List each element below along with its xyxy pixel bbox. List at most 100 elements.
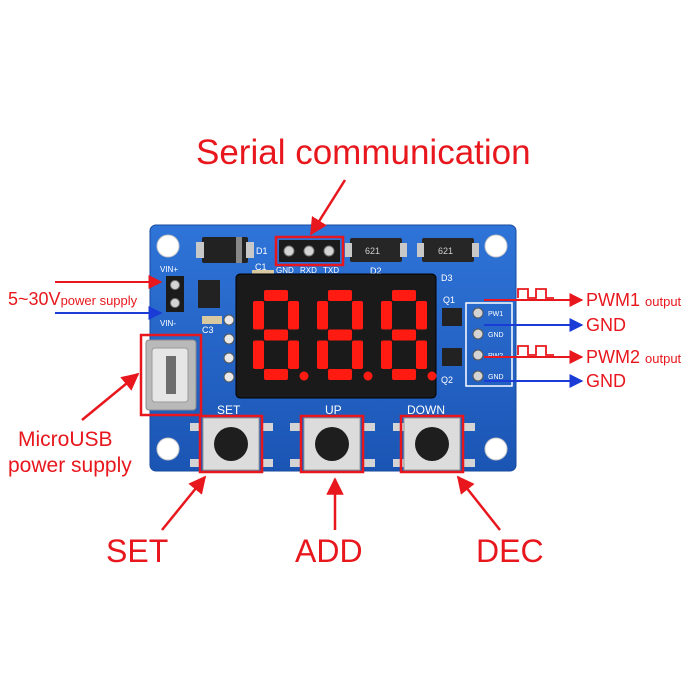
power-input-label: 5~30Vpower supply <box>8 290 137 308</box>
pwm1-label-main: PWM1 <box>586 290 640 310</box>
mount-hole-bl <box>156 437 180 461</box>
smd-part-d2-pad-l <box>345 243 352 257</box>
smd-part-d3-pad-l <box>417 243 424 257</box>
power-pin-2 <box>170 298 180 308</box>
mount-hole-br <box>484 437 508 461</box>
led-4 <box>223 371 235 383</box>
pwm2-label-main: PWM2 <box>586 347 640 367</box>
silk-d3: D3 <box>441 273 453 283</box>
led-1 <box>223 314 235 326</box>
chip-code-2: 621 <box>438 246 453 256</box>
usb-arrow <box>81 372 140 421</box>
silk-serial-txd: TXD <box>323 266 339 275</box>
diode-d1-pad-r <box>246 242 254 258</box>
silk-c3: C3 <box>202 325 214 335</box>
led-2 <box>223 333 235 345</box>
out-pin-pw2 <box>472 349 484 361</box>
transistor-q2 <box>442 348 462 366</box>
digit-3-segment-f <box>381 301 392 330</box>
set-highlight-box <box>198 414 264 474</box>
output-header <box>465 302 513 387</box>
out-pin-gnd1 <box>472 328 484 340</box>
mount-hole-tr <box>484 234 508 258</box>
digit-1-decimal-point <box>299 371 309 381</box>
dec-label: DEC <box>476 533 544 569</box>
digit-2-segment-b <box>352 301 363 330</box>
power-input-main: 5~30V <box>8 289 61 309</box>
digit-1-segment-f <box>253 301 264 330</box>
silk-c1: C1 <box>255 262 267 272</box>
gnd-a-label: GND <box>586 315 626 335</box>
digit-3-segment-e <box>381 340 392 369</box>
pwm2-label-sub: output <box>645 351 682 366</box>
microusb-label-line1: MicroUSB <box>18 428 113 451</box>
regulator <box>198 280 220 308</box>
cap-c3 <box>202 316 222 324</box>
mount-hole-tl <box>156 234 180 258</box>
digit-1-segment-c <box>288 340 299 369</box>
silk-up: UP <box>325 403 342 417</box>
serial-title: Serial communication <box>196 133 531 172</box>
silk-vin-minus: VIN- <box>160 319 176 328</box>
silk-pw1: PW1 <box>488 311 503 318</box>
seven-segment-digits <box>253 290 437 381</box>
digit-1-segment-g <box>264 329 288 341</box>
pwm2-wave-icon <box>517 345 554 356</box>
digit-2-segment-f <box>317 301 328 330</box>
smd-part-d2 <box>350 238 402 262</box>
silk-d1: D1 <box>256 246 268 256</box>
digit-3-segment-c <box>416 340 427 369</box>
pwm1-wave-icon <box>517 288 554 299</box>
down-highlight-box <box>399 414 465 474</box>
led-3 <box>223 352 235 364</box>
digit-3-segment-g <box>392 329 416 341</box>
silk-q1: Q1 <box>443 295 455 305</box>
digit-1-segment-d <box>264 369 288 380</box>
digit-1-segment-e <box>253 340 264 369</box>
up-highlight-box <box>299 414 365 474</box>
power-pin-1 <box>170 280 180 290</box>
smd-part-d3-pad-r <box>472 243 479 257</box>
set-arrow <box>161 475 207 531</box>
pwm2-label: PWM2 output <box>586 348 681 366</box>
silk-serial-gnd: GND <box>276 266 294 275</box>
silk-q2: Q2 <box>441 375 453 385</box>
pwm1-label-sub: output <box>645 294 682 309</box>
digit-3-decimal-point <box>427 371 437 381</box>
silk-serial-rxd: RXD <box>300 266 317 275</box>
digit-2-decimal-point <box>363 371 373 381</box>
gnd-b-label: GND <box>586 371 626 391</box>
diode-d1-band <box>236 237 242 263</box>
smd-part-d3 <box>422 238 474 262</box>
up-switch[interactable] <box>290 417 375 471</box>
silk-vin-plus: VIN+ <box>160 265 178 274</box>
dec-arrow <box>456 475 501 531</box>
silk-set: SET <box>217 403 241 417</box>
digit-2-segment-c <box>352 340 363 369</box>
digit-1-segment-a <box>264 290 288 301</box>
silk-down: DOWN <box>407 403 445 417</box>
usb-port-tongue <box>166 356 176 394</box>
usb-highlight-box <box>139 333 203 417</box>
digit-1-segment-b <box>288 301 299 330</box>
down-switch[interactable] <box>393 417 475 471</box>
digit-3-segment-d <box>392 369 416 380</box>
chip-code-1: 621 <box>365 246 380 256</box>
set-switch[interactable] <box>190 417 273 471</box>
digit-2-segment-g <box>328 329 352 341</box>
digit-2-segment-d <box>328 369 352 380</box>
serial-arrow <box>309 179 347 236</box>
silk-gnd-2: GND <box>488 374 504 381</box>
serial-pin-1 <box>283 245 295 257</box>
silk-gnd-1: GND <box>488 332 504 339</box>
transistor-q1 <box>442 308 462 326</box>
serial-pin-2 <box>303 245 315 257</box>
out-pin-gnd2 <box>472 370 484 382</box>
pwm1-label: PWM1 output <box>586 291 681 309</box>
set-label: SET <box>106 533 169 569</box>
add-label: ADD <box>295 533 363 569</box>
power-input-sub: power supply <box>60 293 138 308</box>
out-pin-pw1 <box>472 307 484 319</box>
